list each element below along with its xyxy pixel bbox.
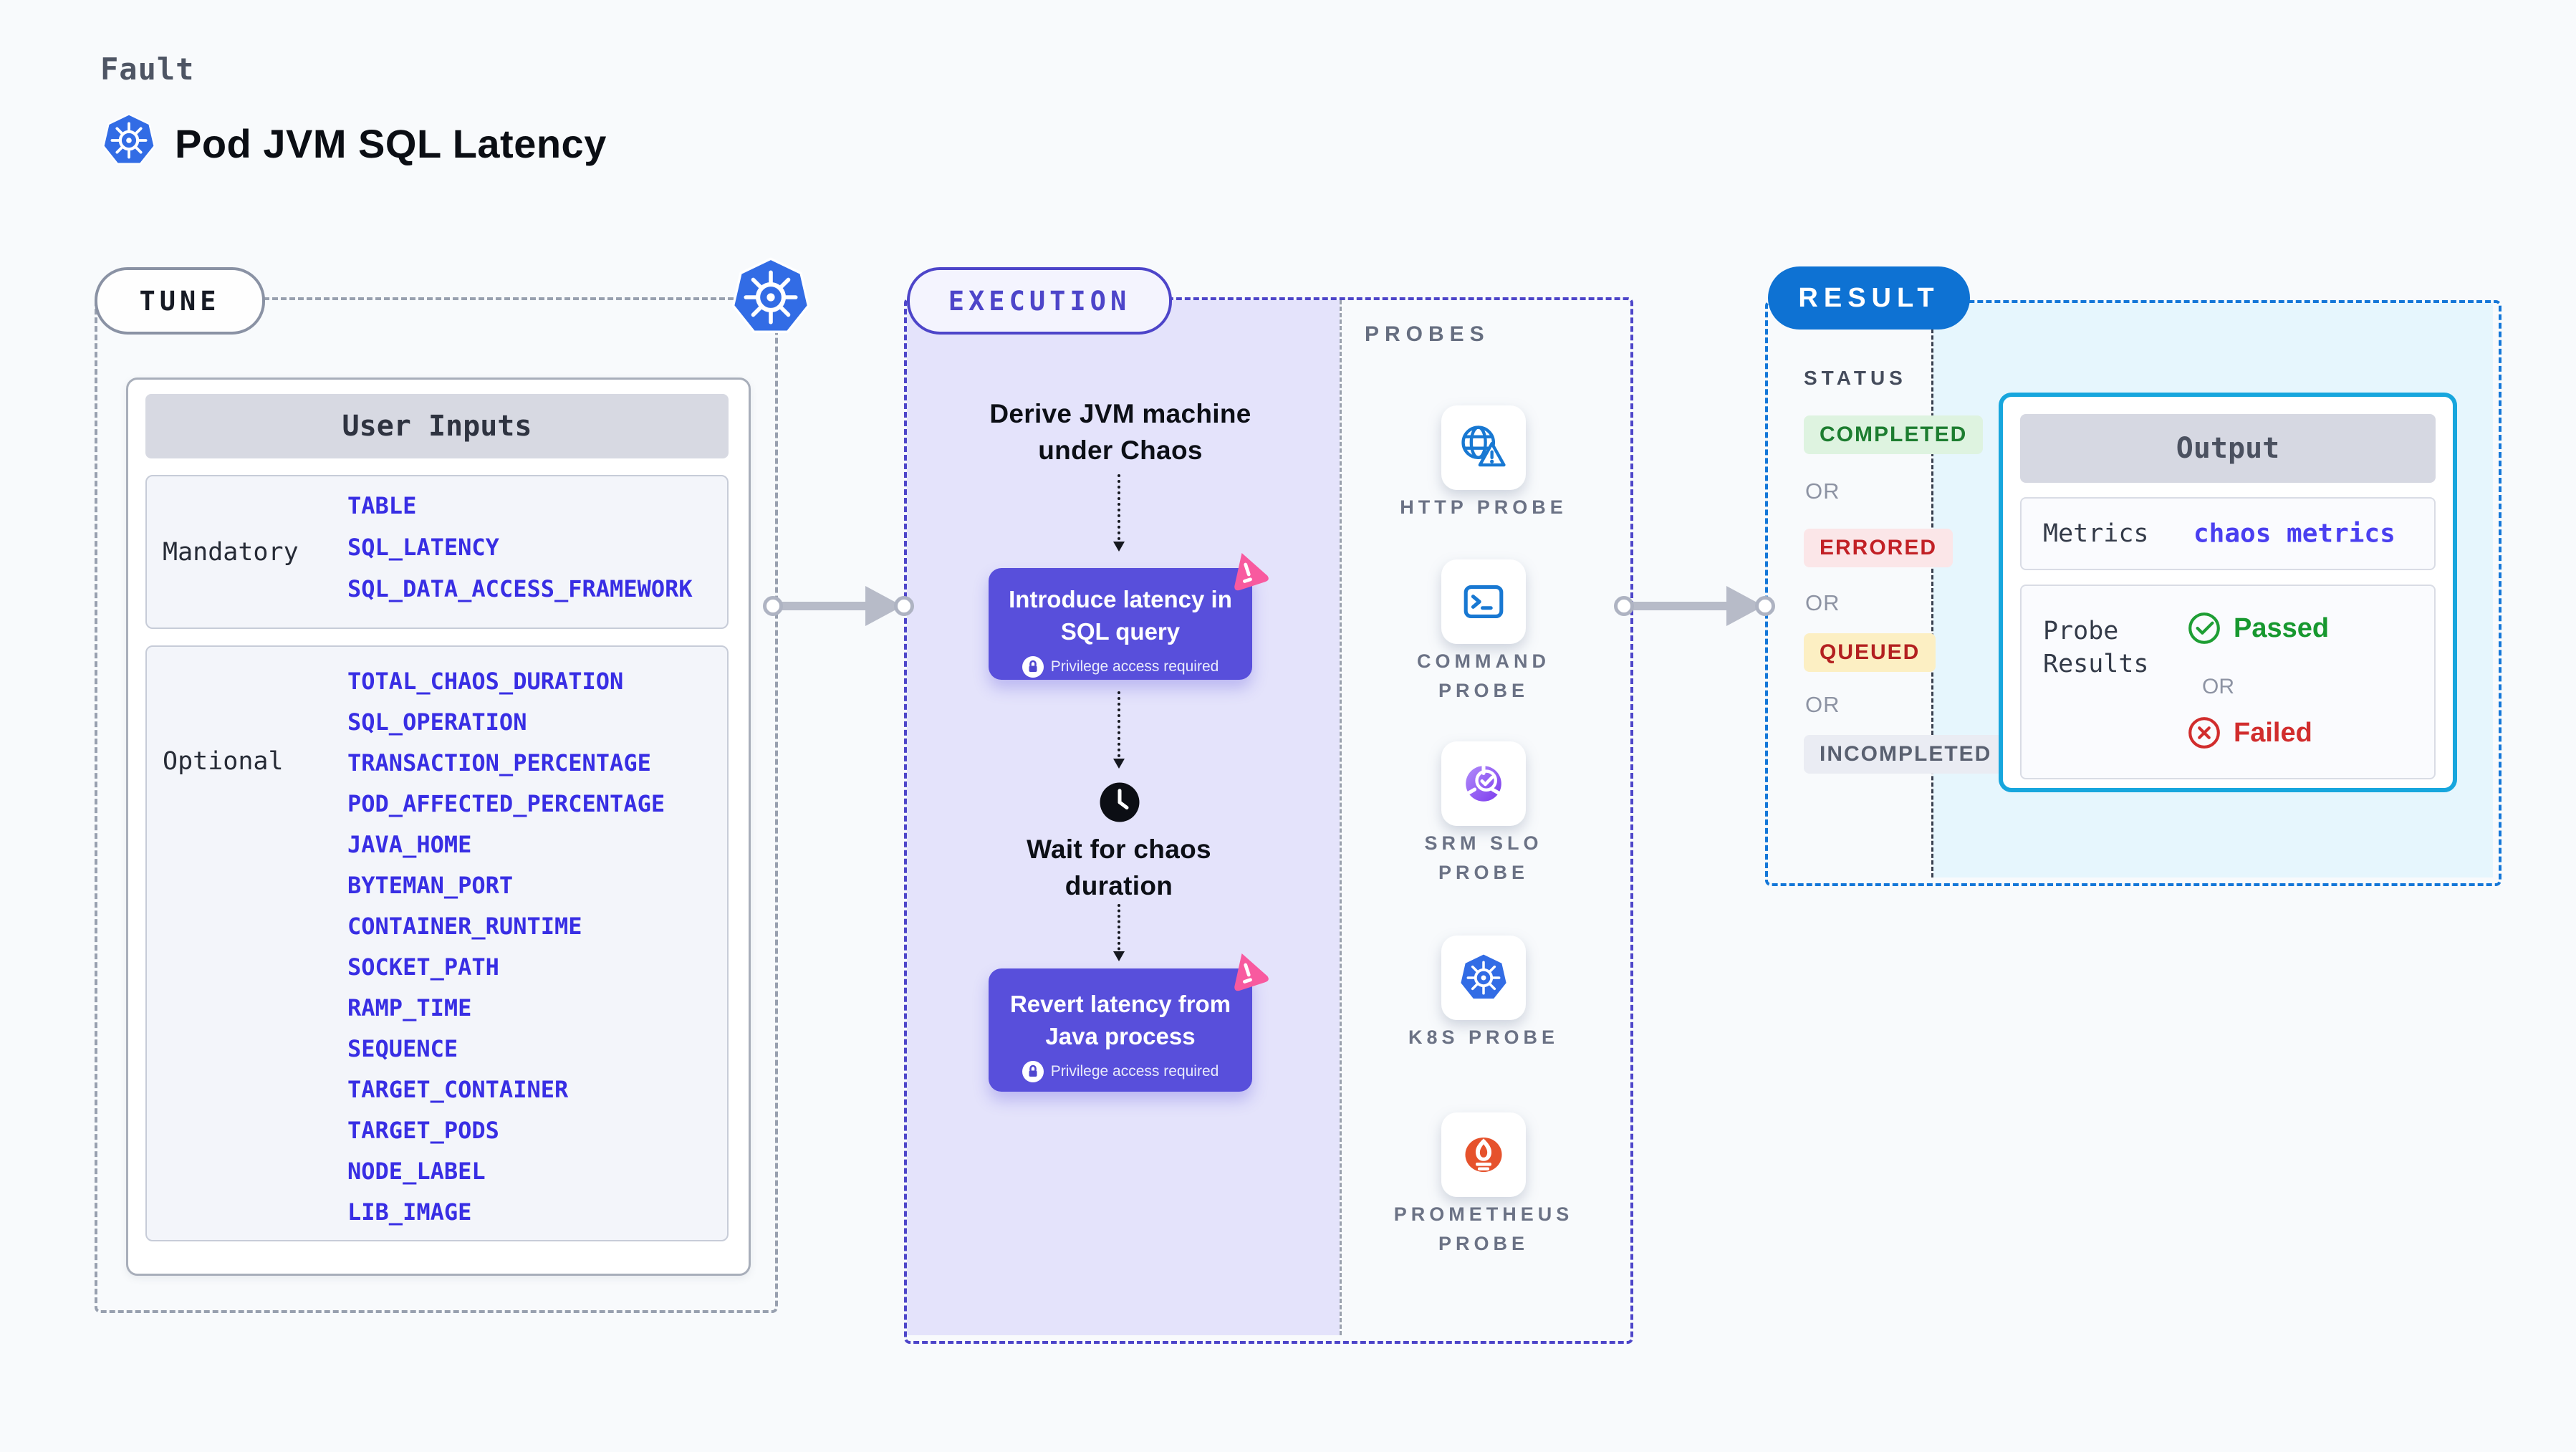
- lock-icon: [1022, 1061, 1044, 1083]
- probe-results-label: Probe Results: [2043, 617, 2149, 678]
- result-section-label: RESULT: [1768, 266, 1970, 330]
- arrow-start-dot: [1614, 596, 1634, 616]
- k8s-probe-card: [1441, 936, 1526, 1020]
- arrow-line: [779, 602, 870, 610]
- result-section-border: [1765, 300, 2501, 886]
- privilege-badge: Privilege access required: [989, 1061, 1252, 1083]
- page-title: Pod JVM SQL Latency: [175, 121, 607, 166]
- probe-label: PROMETHEUS PROBE: [1393, 1203, 1574, 1254]
- metrics-label: Metrics: [2043, 519, 2149, 548]
- http-probe-card: [1441, 405, 1526, 490]
- tune-section-border: [95, 297, 778, 1313]
- privilege-badge-text: Privilege access required: [1050, 1063, 1219, 1080]
- or-label: OR: [1805, 479, 1840, 504]
- param: TABLE: [347, 492, 417, 519]
- param: SOCKET_PATH: [347, 953, 499, 981]
- param: TARGET_PODS: [347, 1117, 499, 1144]
- tune-section-label: TUNE: [95, 267, 265, 335]
- status-badge-errored: ERRORED: [1804, 529, 1953, 567]
- tune-to-execution-arrow: [763, 586, 914, 626]
- param: BYTEMAN_PORT: [347, 872, 514, 899]
- param: SQL_OPERATION: [347, 708, 527, 736]
- or-label: OR: [1805, 590, 1840, 615]
- probe-label: COMMAND PROBE: [1417, 650, 1550, 701]
- srm-slo-probe-card: [1441, 741, 1526, 826]
- privilege-badge: Privilege access required: [989, 656, 1252, 678]
- param: TRANSACTION_PERCENTAGE: [347, 749, 651, 777]
- probe-label: HTTP PROBE: [1400, 496, 1567, 518]
- flow-arrow-down: [1113, 474, 1125, 552]
- param: CONTAINER_RUNTIME: [347, 913, 582, 940]
- step-derive-jvm: Derive JVM machine under Chaos: [989, 399, 1251, 466]
- privilege-badge-text: Privilege access required: [1050, 658, 1219, 675]
- step-revert-latency-node: Revert latency from Java process Privile…: [989, 968, 1252, 1092]
- optional-params-row: Optional TOTAL_CHAOS_DURATION SQL_OPERAT…: [145, 645, 729, 1241]
- flow-arrow-down: [1113, 691, 1125, 769]
- metrics-value: chaos metrics: [2193, 519, 2395, 549]
- mandatory-label: Mandatory: [163, 537, 299, 567]
- param: JAVA_HOME: [347, 831, 472, 858]
- prometheus-probe-icon: [1465, 1137, 1502, 1173]
- arrow-start-dot: [763, 596, 783, 616]
- param: SEQUENCE: [347, 1035, 458, 1062]
- optional-label: Optional: [163, 747, 284, 776]
- kubernetes-icon: [102, 113, 156, 168]
- command-probe-icon: [1464, 585, 1504, 618]
- step-introduce-latency-node: Introduce latency in SQL query Privilege…: [989, 568, 1252, 680]
- step-node-title: Introduce latency in SQL query: [1009, 586, 1232, 645]
- probes-divider: [1340, 300, 1342, 1335]
- param: LIB_IMAGE: [347, 1198, 472, 1226]
- or-label: OR: [2202, 675, 2234, 698]
- param: TARGET_CONTAINER: [347, 1076, 569, 1103]
- output-title: Output: [2020, 414, 2436, 483]
- probe-result-passed: Passed: [2186, 610, 2329, 646]
- step-wait-duration: Wait for chaos duration: [1027, 835, 1211, 901]
- arrow-end-dot: [894, 596, 914, 616]
- arrow-end-dot: [1755, 596, 1775, 616]
- clock-icon: [1100, 782, 1140, 822]
- command-probe-card: [1441, 559, 1526, 644]
- arrow-line: [1630, 602, 1731, 610]
- http-probe-icon: [1461, 425, 1506, 467]
- user-inputs-title: User Inputs: [145, 394, 729, 458]
- mandatory-param-list: TABLE SQL_LATENCY SQL_DATA_ACCESS_FRAMEW…: [347, 485, 693, 610]
- param: SQL_DATA_ACCESS_FRAMEWORK: [347, 575, 693, 602]
- probe-label: K8S PROBE: [1408, 1027, 1559, 1048]
- status-badge-queued: QUEUED: [1804, 633, 1936, 672]
- probe-label: SRM SLO PROBE: [1424, 832, 1543, 883]
- lock-icon: [1022, 656, 1044, 678]
- optional-param-list: TOTAL_CHAOS_DURATION SQL_OPERATION TRANS…: [347, 661, 665, 1233]
- param: TOTAL_CHAOS_DURATION: [347, 668, 624, 695]
- page-kicker: Fault: [100, 52, 195, 87]
- check-circle-icon: [2188, 612, 2220, 644]
- step-node-title: Revert latency from Java process: [1009, 991, 1231, 1049]
- execution-to-result-arrow: [1614, 586, 1775, 626]
- result-divider: [1931, 303, 1933, 878]
- mandatory-params-row: Mandatory TABLE SQL_LATENCY SQL_DATA_ACC…: [145, 475, 729, 629]
- execution-section-label: EXECUTION: [907, 267, 1172, 335]
- status-title: STATUS: [1804, 367, 1907, 389]
- passed-label: Passed: [2234, 612, 2330, 643]
- metrics-row: Metrics chaos metrics: [2020, 497, 2436, 570]
- probe-results-row: Probe Results Passed OR Failed: [2020, 585, 2436, 779]
- status-badge-incompleted: INCOMPLETED: [1804, 735, 2008, 774]
- k8s-probe-icon: [1458, 953, 1509, 1003]
- execution-section-border: [904, 297, 1633, 1344]
- prometheus-probe-card: [1441, 1112, 1526, 1197]
- param: POD_AFFECTED_PERCENTAGE: [347, 790, 665, 817]
- probe-result-failed: Failed: [2186, 715, 2312, 751]
- param: RAMP_TIME: [347, 994, 472, 1021]
- srm-slo-probe-icon: [1466, 764, 1501, 802]
- param: NODE_LABEL: [347, 1158, 486, 1185]
- output-panel: Output Metrics chaos metrics Probe Resul…: [1999, 393, 2457, 792]
- status-badge-completed: COMPLETED: [1804, 415, 1984, 454]
- kubernetes-icon: [731, 256, 811, 338]
- or-label: OR: [1805, 692, 1840, 717]
- param: SQL_LATENCY: [347, 534, 499, 561]
- probes-title: PROBES: [1365, 322, 1490, 346]
- flow-arrow-down: [1113, 904, 1125, 961]
- x-circle-icon: [2188, 717, 2220, 749]
- failed-label: Failed: [2234, 717, 2312, 748]
